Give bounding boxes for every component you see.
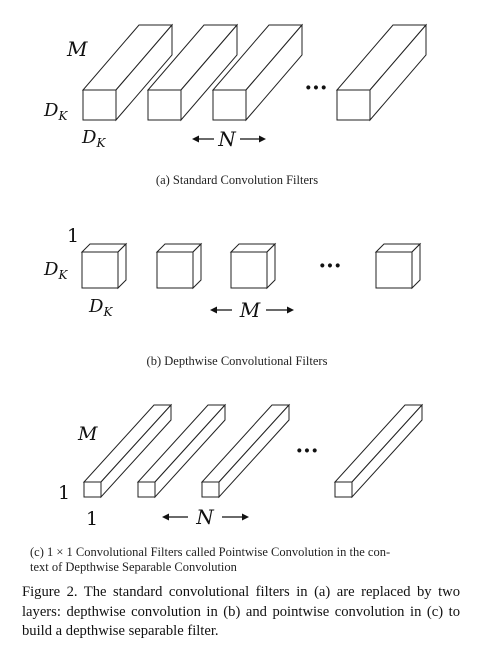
depth-label-c: M — [77, 423, 98, 445]
pointwise-filter — [136, 403, 227, 499]
pointwise-filter — [82, 403, 173, 499]
count-label-c: N — [195, 505, 215, 529]
panel-a: M DK DK N ··· (a) Standard Convolution F… — [43, 23, 428, 187]
filter-box — [146, 23, 239, 122]
pointwise-filter — [333, 403, 424, 499]
filter-cube — [80, 242, 128, 290]
width-label-c: 1 — [86, 508, 98, 530]
count-label-b: M — [239, 298, 261, 322]
subcaption-c-line2: text of Depthwise Separable Convolution — [30, 560, 238, 574]
panel-c: M 1 1 N ··· (c) 1 × 1 Convolutional Filt… — [30, 403, 424, 574]
height-label-c: 1 — [58, 482, 70, 504]
count-arrow-c — [162, 513, 249, 521]
subcaption-b: (b) Depthwise Convolutional Filters — [147, 354, 328, 368]
panel-b: 1 DK DK M ··· (b) Depthwise Convolutiona… — [43, 225, 422, 368]
filter-box — [81, 23, 174, 122]
filter-cube — [155, 242, 203, 290]
height-label-a: DK — [43, 100, 68, 123]
filter-cube — [229, 242, 277, 290]
depth-label-a: M — [66, 37, 88, 61]
width-label-b: DK — [88, 296, 113, 319]
ellipsis-c: ··· — [296, 438, 319, 464]
ellipsis-a: ··· — [305, 75, 328, 101]
count-arrow-a — [192, 135, 266, 143]
subcaption-c-line1: (c) 1 × 1 Convolutional Filters called P… — [30, 545, 390, 559]
width-label-a: DK — [81, 127, 106, 150]
filters-b — [80, 242, 422, 290]
filter-cube — [374, 242, 422, 290]
depth-label-b: 1 — [67, 225, 79, 247]
filters-c — [82, 403, 424, 499]
height-label-b: DK — [43, 259, 68, 282]
figure-caption: Figure 2. The standard convolutional fil… — [22, 584, 460, 639]
pointwise-filter — [200, 403, 291, 499]
filter-box — [335, 23, 428, 122]
count-label-a: N — [217, 127, 237, 151]
subcaption-a: (a) Standard Convolution Filters — [156, 173, 318, 187]
filter-box — [211, 23, 304, 122]
count-arrow-b — [210, 306, 294, 314]
ellipsis-b: ··· — [319, 253, 342, 279]
filters-a — [81, 23, 428, 122]
